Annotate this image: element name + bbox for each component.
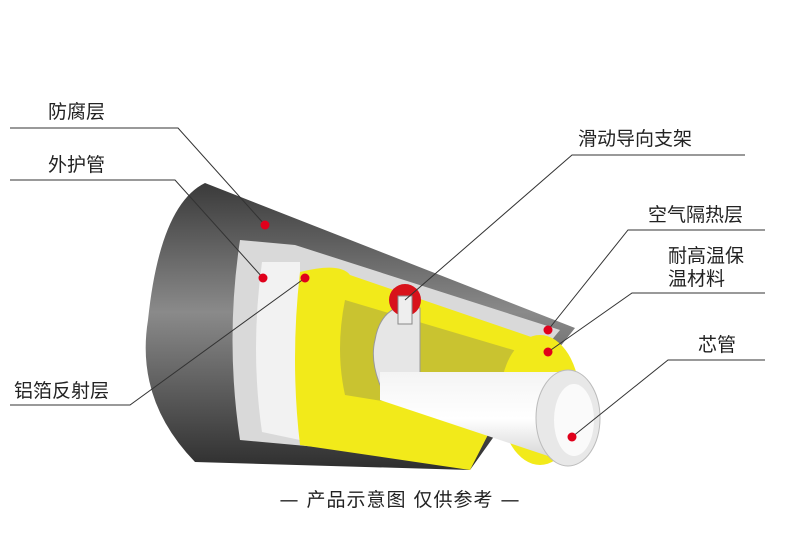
label-outer-pipe: 外护管	[48, 154, 106, 176]
leader-foil	[10, 277, 306, 406]
core-pipe-bore	[554, 384, 594, 456]
sliding-support-saddle	[372, 304, 421, 391]
label-sliding-support: 滑动导向支架	[578, 128, 693, 150]
core-pipe	[380, 372, 575, 465]
label-insulation-line2: 温材料	[668, 268, 726, 290]
label-air-layer: 空气隔热层	[648, 204, 744, 226]
leader-core	[571, 359, 765, 438]
caption: — 产品示意图 仅供参考 —	[279, 489, 521, 511]
label-core-pipe: 芯管	[698, 334, 737, 356]
leader-air	[547, 229, 765, 331]
leader-anticorrosion	[10, 127, 266, 226]
marker-dot	[260, 220, 270, 230]
marker-dot	[567, 432, 577, 442]
marker-dot	[543, 347, 553, 357]
label-insulation-line1: 耐高温保	[668, 245, 745, 267]
leader-outer-pipe	[10, 179, 264, 279]
leader-insulation	[547, 292, 765, 353]
support-bracket	[397, 295, 413, 325]
label-anticorrosion-layer: 防腐层	[48, 101, 106, 123]
label-aluminum-foil: 铝箔反射层	[14, 380, 110, 402]
marker-dot	[300, 273, 310, 283]
foil-layer	[256, 262, 300, 440]
marker-dot	[258, 273, 268, 283]
leader-support	[404, 154, 745, 301]
marker-dot	[543, 325, 553, 335]
